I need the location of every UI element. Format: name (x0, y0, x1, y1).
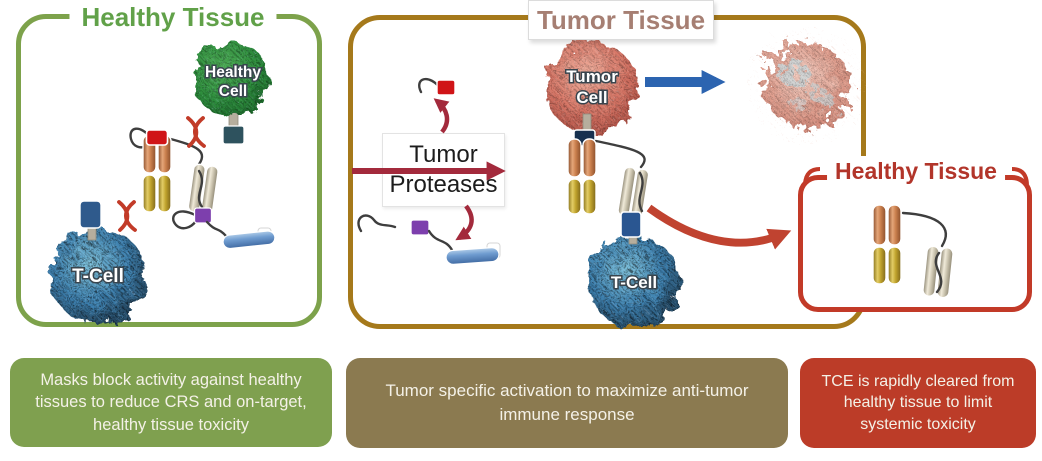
healthy-tissue-title: Healthy Tissue (69, 0, 277, 34)
healthy-tissue-panel (16, 14, 322, 327)
tumor-caption: Tumor specific activation to maximize an… (346, 358, 788, 448)
tumor-proteases-line2: Proteases (389, 171, 498, 198)
cleared-healthy-tissue-title: Healthy Tissue (827, 156, 1005, 186)
tumor-proteases-line1: Tumor (409, 141, 478, 168)
tumor-tissue-title: Tumor Tissue (536, 4, 706, 35)
healthy-caption: Masks block activity against healthy tis… (10, 358, 332, 447)
tumor-tissue-title-box: Tumor Tissue (528, 0, 714, 40)
cleared-caption: TCE is rapidly cleared from healthy tiss… (800, 358, 1036, 448)
tumor-proteases-box: Tumor Proteases (382, 133, 505, 207)
cleared-healthy-tissue-panel (798, 175, 1032, 312)
